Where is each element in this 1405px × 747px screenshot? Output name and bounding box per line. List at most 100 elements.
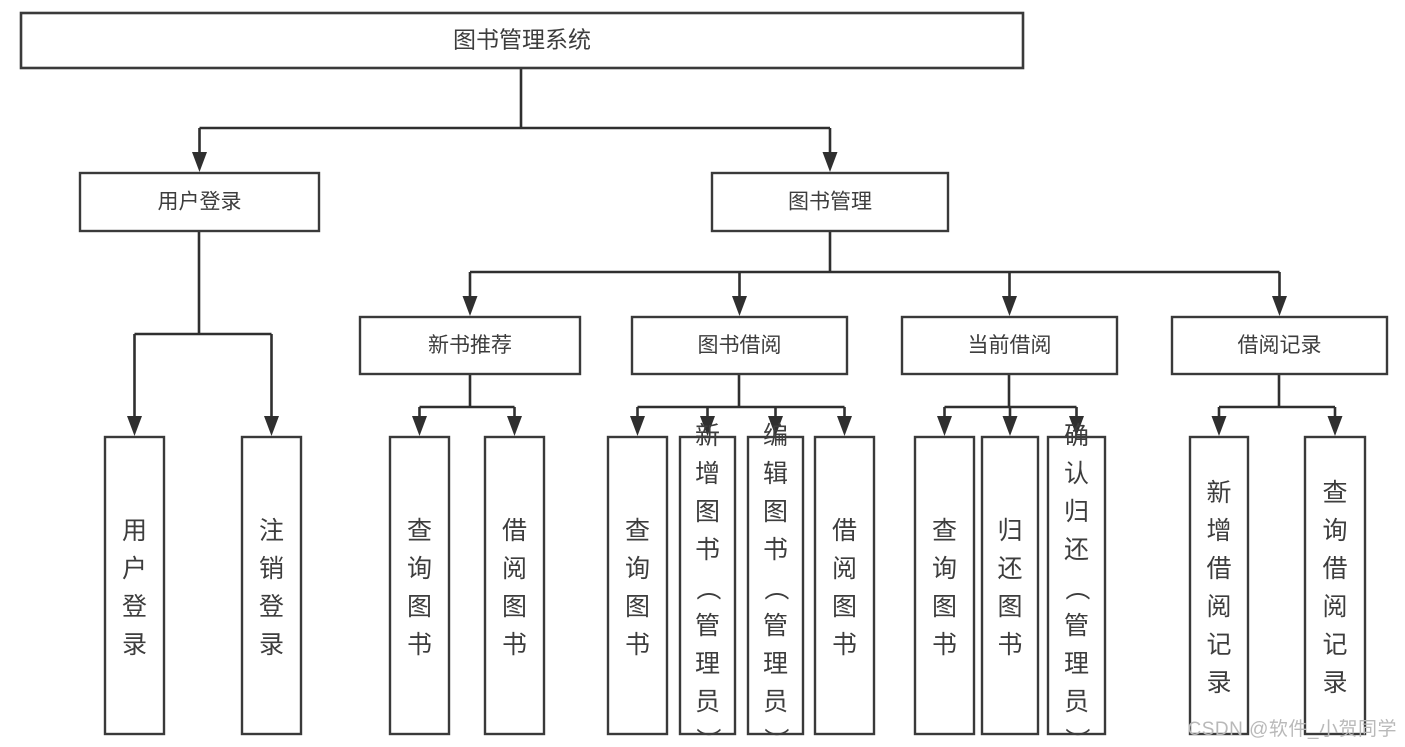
node-label-char: 图 bbox=[407, 593, 432, 621]
node-label-char: 借 bbox=[832, 517, 857, 545]
node-box-leaf-br-add[interactable] bbox=[1188, 435, 1250, 736]
node-label-char: 管 bbox=[763, 612, 788, 640]
node-label-char: 注 bbox=[259, 517, 284, 545]
arrow-head-icon bbox=[462, 296, 478, 316]
arrow-head-icon bbox=[1327, 416, 1343, 436]
node-box-leaf-br-query[interactable] bbox=[1303, 435, 1367, 736]
connector-group-book-borrow bbox=[630, 374, 852, 436]
node-user-login[interactable]: 用户登录 bbox=[78, 171, 321, 233]
node-label-char: 书 bbox=[625, 631, 650, 659]
node-label-char: 阅 bbox=[1206, 593, 1231, 621]
connector-group-new-book-rec bbox=[412, 374, 522, 436]
node-box-leaf-user-login[interactable] bbox=[103, 435, 166, 736]
node-label-borrow-record: 借阅记录 bbox=[1238, 334, 1322, 357]
node-label-char: 图 bbox=[763, 498, 788, 526]
node-box-leaf-bb-edit[interactable] bbox=[746, 435, 805, 736]
node-label-char: 编 bbox=[763, 422, 788, 450]
arrow-head-icon bbox=[1002, 296, 1017, 316]
node-label-char: 图 bbox=[625, 593, 650, 621]
node-box-leaf-bb-query[interactable] bbox=[606, 435, 669, 736]
nodes-layer: 图书管理系统用户登录图书管理新书推荐图书借阅当前借阅借阅记录用户登录用户登录注销… bbox=[19, 11, 1389, 747]
node-leaf-br-add[interactable]: 新增借阅记录新增借阅记录 bbox=[1188, 435, 1250, 736]
node-leaf-bb-borrow[interactable]: 借阅图书借阅图书 bbox=[813, 435, 876, 736]
node-current-borrow[interactable]: 当前借阅 bbox=[900, 315, 1119, 376]
arrow-head-icon bbox=[507, 416, 522, 436]
node-label-char: 书 bbox=[407, 631, 432, 659]
node-box-leaf-cb-return[interactable] bbox=[980, 435, 1040, 736]
node-label-char: 登 bbox=[122, 593, 147, 621]
node-leaf-cb-query[interactable]: 查询图书查询图书 bbox=[913, 435, 976, 736]
node-box-book-borrow[interactable] bbox=[630, 315, 849, 376]
node-label-char: 管 bbox=[695, 612, 720, 640]
node-leaf-bb-query[interactable]: 查询图书查询图书 bbox=[606, 435, 669, 736]
node-label-char: 书 bbox=[502, 631, 527, 659]
node-label-char: 理 bbox=[695, 650, 720, 678]
node-label-char: 辑 bbox=[763, 460, 788, 488]
node-label-char: 新 bbox=[1206, 479, 1231, 507]
node-leaf-rec-borrow[interactable]: 借阅图书借阅图书 bbox=[483, 435, 546, 736]
node-label-char: 录 bbox=[1206, 669, 1231, 697]
node-label-char: 阅 bbox=[502, 555, 527, 583]
node-box-borrow-record[interactable] bbox=[1170, 315, 1389, 376]
connectors-layer bbox=[127, 68, 1343, 436]
node-label-char: ） bbox=[1063, 728, 1091, 747]
node-label-char: 查 bbox=[1322, 479, 1347, 507]
node-leaf-rec-query[interactable]: 查询图书查询图书 bbox=[388, 435, 451, 736]
node-root[interactable]: 图书管理系统 bbox=[19, 11, 1025, 70]
node-label-char: 员 bbox=[1064, 688, 1089, 716]
arrow-head-icon bbox=[1211, 416, 1227, 436]
node-label-char: 管 bbox=[1064, 612, 1089, 640]
node-box-user-login[interactable] bbox=[78, 171, 321, 233]
node-label-char: 询 bbox=[407, 555, 432, 583]
node-box-leaf-cb-query[interactable] bbox=[913, 435, 976, 736]
node-label-char: 还 bbox=[1064, 536, 1089, 564]
node-label-char: 阅 bbox=[832, 555, 857, 583]
node-label-char: 图 bbox=[832, 593, 857, 621]
node-leaf-cb-return[interactable]: 归还图书归还图书 bbox=[980, 435, 1040, 736]
node-label-char: 图 bbox=[502, 593, 527, 621]
arrow-head-icon bbox=[412, 416, 427, 436]
node-leaf-logout[interactable]: 注销登录注销登录 bbox=[240, 435, 303, 736]
arrow-head-icon bbox=[732, 296, 747, 316]
node-label-char: 图 bbox=[997, 593, 1022, 621]
arrow-head-icon bbox=[937, 416, 952, 436]
arrow-head-icon bbox=[192, 152, 207, 172]
connector-group-borrow-record bbox=[1211, 374, 1343, 436]
node-label-char: 查 bbox=[407, 517, 432, 545]
node-label-char: 查 bbox=[932, 517, 957, 545]
arrow-head-icon bbox=[822, 152, 838, 172]
connector-group-root bbox=[192, 68, 838, 172]
node-box-root[interactable] bbox=[19, 11, 1025, 70]
node-box-book-manage[interactable] bbox=[710, 171, 950, 233]
node-label-char: 书 bbox=[763, 536, 788, 564]
node-box-leaf-rec-borrow[interactable] bbox=[483, 435, 546, 736]
node-label-char: 录 bbox=[1322, 669, 1347, 697]
node-leaf-br-query[interactable]: 查询借阅记录查询借阅记录 bbox=[1303, 435, 1367, 736]
node-label-user-login: 用户登录 bbox=[158, 191, 242, 214]
node-label-char: 员 bbox=[763, 688, 788, 716]
node-box-new-book-rec[interactable] bbox=[358, 315, 582, 376]
node-box-leaf-cb-confirm[interactable] bbox=[1046, 435, 1107, 736]
node-label-book-manage: 图书管理 bbox=[788, 191, 872, 214]
node-book-borrow[interactable]: 图书借阅 bbox=[630, 315, 849, 376]
node-box-leaf-rec-query[interactable] bbox=[388, 435, 451, 736]
arrow-head-icon bbox=[837, 416, 852, 436]
node-leaf-user-login[interactable]: 用户登录用户登录 bbox=[103, 435, 166, 736]
node-box-leaf-bb-add[interactable] bbox=[678, 435, 737, 736]
connector-group-user-login bbox=[127, 231, 279, 436]
node-new-book-rec[interactable]: 新书推荐 bbox=[358, 315, 582, 376]
arrow-head-icon bbox=[768, 416, 783, 436]
node-label-char: 录 bbox=[122, 631, 147, 659]
node-borrow-record[interactable]: 借阅记录 bbox=[1170, 315, 1389, 376]
node-box-current-borrow[interactable] bbox=[900, 315, 1119, 376]
node-book-manage[interactable]: 图书管理 bbox=[710, 171, 950, 233]
node-box-leaf-logout[interactable] bbox=[240, 435, 303, 736]
arrow-head-icon bbox=[1002, 416, 1018, 436]
node-label-char: 销 bbox=[259, 555, 284, 583]
node-label-char: 确 bbox=[1064, 422, 1089, 450]
node-box-leaf-bb-borrow[interactable] bbox=[813, 435, 876, 736]
